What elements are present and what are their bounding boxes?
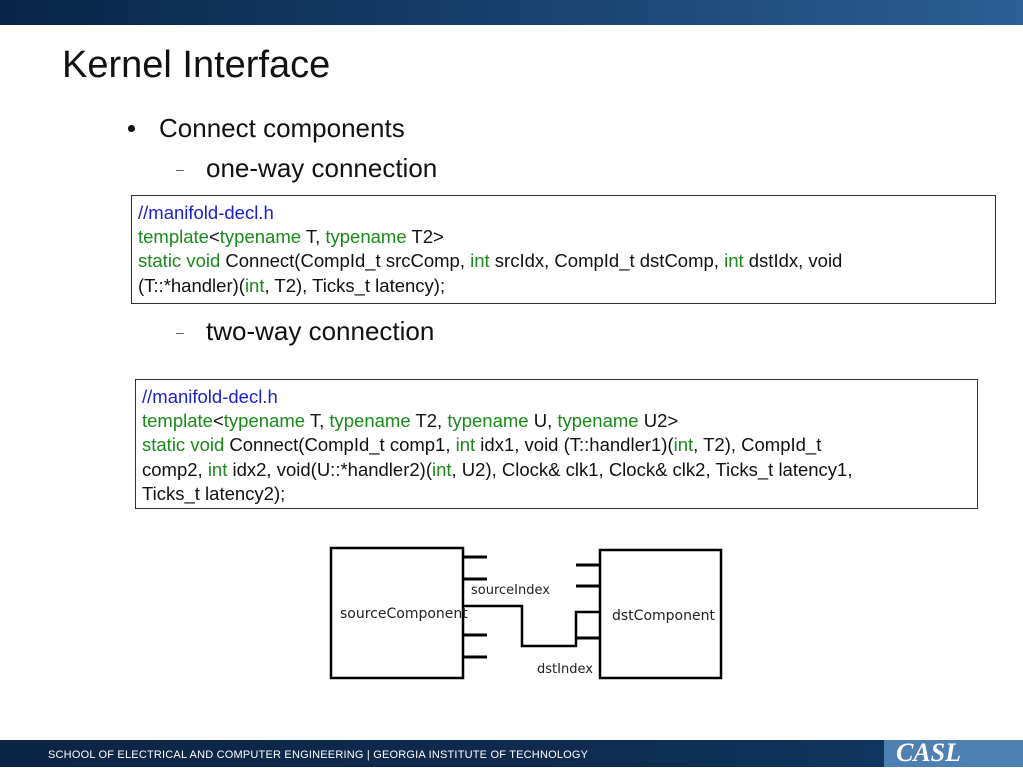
header-bar xyxy=(0,0,1023,25)
code-text: dstIdx, void xyxy=(743,250,843,272)
code-text: < xyxy=(208,226,220,248)
logo-text: CASL xyxy=(896,738,962,767)
code-comment: //manifold-decl.h xyxy=(138,202,274,223)
code-line: //manifold-decl.h xyxy=(138,201,989,225)
code-block-one-way: //manifold-decl.h template<typename T, t… xyxy=(131,195,996,304)
code-keyword: int xyxy=(431,458,452,480)
code-keyword: typename xyxy=(329,410,411,432)
casl-logo: CASL xyxy=(884,738,1023,767)
code-keyword: typename xyxy=(223,410,306,432)
source-ports xyxy=(463,555,487,659)
code-keyword: typename xyxy=(219,226,302,248)
dst-component-label: dstComponent xyxy=(612,608,715,624)
code-keyword: static void xyxy=(142,434,225,456)
code-keyword: int xyxy=(724,250,744,272)
code-keyword: int xyxy=(455,434,476,456)
code-text: U2> xyxy=(638,410,679,432)
bullet-dot-icon xyxy=(128,125,135,132)
code-keyword: static void xyxy=(138,250,221,272)
connection-diagram: sourceComponent dstComponent sourceIndex… xyxy=(329,546,723,680)
code-line: template<typename T, typename T2> xyxy=(138,225,989,249)
code-text: Ticks_t latency2); xyxy=(142,482,286,504)
code-text: , T2), CompId_t xyxy=(693,434,822,456)
connection-wire xyxy=(463,604,600,648)
slide-title: Kernel Interface xyxy=(62,44,331,86)
code-keyword: template xyxy=(138,226,209,248)
code-text: U, xyxy=(528,410,558,432)
dash-icon: – xyxy=(176,160,184,177)
code-keyword: typename xyxy=(447,410,529,432)
code-text: srcIdx, CompId_t dstComp, xyxy=(489,250,725,272)
sub-bullet-label: two-way connection xyxy=(206,316,435,346)
code-keyword: int xyxy=(207,458,228,480)
sub-bullet-label: one-way connection xyxy=(206,153,438,183)
code-text: Connect(CompId_t srcComp, xyxy=(220,250,471,272)
code-keyword: int xyxy=(244,274,265,296)
source-index-label: sourceIndex xyxy=(471,583,550,598)
code-text: , T2), Ticks_t latency); xyxy=(264,274,446,296)
code-text: (T::*handler)( xyxy=(138,274,245,296)
code-line: template<typename T, typename T2, typena… xyxy=(142,409,971,433)
source-component-box xyxy=(329,546,465,680)
code-keyword: int xyxy=(470,250,490,272)
code-keyword: int xyxy=(673,434,694,456)
code-text: Connect(CompId_t comp1, xyxy=(224,434,456,456)
footer-text: SCHOOL OF ELECTRICAL AND COMPUTER ENGINE… xyxy=(48,749,589,761)
code-text: T2, xyxy=(410,410,448,432)
dash-icon: – xyxy=(176,323,184,340)
code-line: (T::*handler)(int, T2), Ticks_t latency)… xyxy=(138,274,989,298)
bullet-label: Connect components xyxy=(159,113,405,143)
code-text: < xyxy=(212,410,224,432)
code-text: , U2), Clock& clk1, Clock& clk2, Ticks_t… xyxy=(451,458,853,480)
code-line: static void Connect(CompId_t comp1, int … xyxy=(142,433,971,457)
code-line: comp2, int idx2, void(U::*handler2)(int,… xyxy=(142,458,971,482)
code-comment: //manifold-decl.h xyxy=(142,386,278,407)
code-line: static void Connect(CompId_t srcComp, in… xyxy=(138,249,989,273)
dst-component-box xyxy=(598,548,723,680)
code-text: T, xyxy=(305,410,330,432)
footer-bar: SCHOOL OF ELECTRICAL AND COMPUTER ENGINE… xyxy=(0,738,1023,767)
sub-bullet-two-way: – two-way connection xyxy=(176,316,434,347)
source-component-label: sourceComponent xyxy=(340,606,468,622)
code-block-two-way: //manifold-decl.h template<typename T, t… xyxy=(135,379,978,509)
code-text: idx1, void (T::handler1)( xyxy=(475,434,674,456)
code-keyword: template xyxy=(142,410,213,432)
code-text: idx2, void(U::*handler2)( xyxy=(227,458,432,480)
code-keyword: typename xyxy=(557,410,639,432)
code-line: //manifold-decl.h xyxy=(142,385,971,409)
sub-bullet-one-way: – one-way connection xyxy=(176,153,437,184)
code-text: comp2, xyxy=(142,458,208,480)
dst-index-label: dstIndex xyxy=(537,662,593,677)
code-keyword: typename xyxy=(325,226,407,248)
bullet-connect-components: Connect components xyxy=(128,113,405,144)
code-text: T, xyxy=(301,226,326,248)
dst-ports xyxy=(576,563,600,640)
code-line: Ticks_t latency2); xyxy=(142,482,971,506)
code-text: T2> xyxy=(406,226,444,248)
